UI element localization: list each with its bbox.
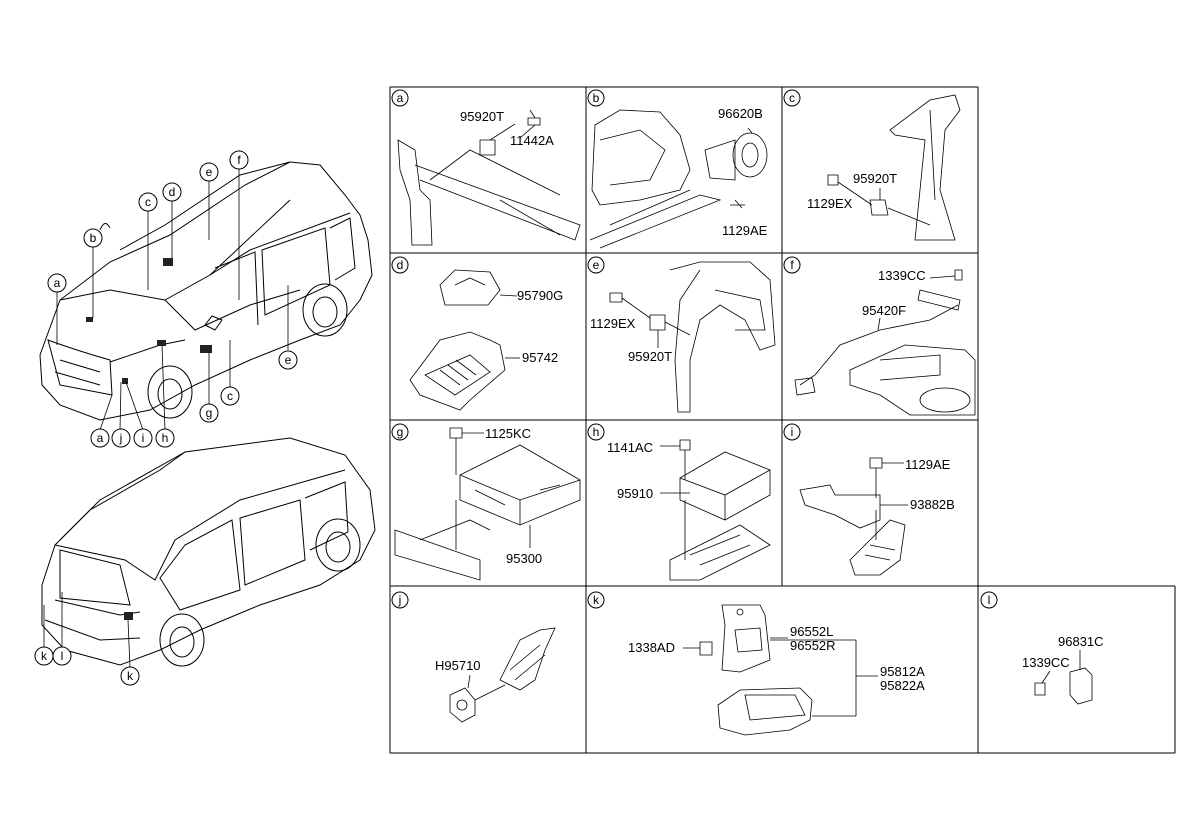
front-car-illustration <box>39 161 373 431</box>
part-1129AE-i: 1129AE <box>905 457 951 472</box>
panel-f: f 1339CC 95420F <box>783 256 976 416</box>
callout-f: f <box>229 150 249 170</box>
svg-text:e: e <box>285 353 292 367</box>
panel-k: k 96552L 96552R 1338AD 95812A 95822A <box>587 591 925 736</box>
svg-text:k: k <box>41 649 48 663</box>
part-95812A: 95812A <box>880 664 925 679</box>
part-1129EX-c: 1129EX <box>807 196 853 211</box>
svg-text:g: g <box>397 425 404 439</box>
callout-e-right: e <box>278 350 298 370</box>
part-95420F: 95420F <box>862 303 906 318</box>
svg-text:e: e <box>206 165 213 179</box>
part-96552R: 96552R <box>790 638 836 653</box>
front-callouts: b c d e f a e g c h i j a <box>47 150 298 448</box>
svg-text:a: a <box>54 276 61 290</box>
callout-k-right: k <box>120 666 140 686</box>
callout-c-top: c <box>138 192 158 212</box>
callout-a-left: a <box>47 273 67 293</box>
part-1129AE: 1129AE <box>722 223 768 238</box>
svg-text:j: j <box>398 593 402 607</box>
rear-car-illustration <box>41 437 376 669</box>
svg-text:k: k <box>127 669 134 683</box>
part-95300: 95300 <box>506 551 542 566</box>
callout-a-bottom: a <box>90 428 110 448</box>
svg-text:h: h <box>162 431 169 445</box>
panel-c: c 95920T 1129EX <box>783 89 961 241</box>
callout-h: h <box>155 428 175 448</box>
rear-callouts: k l k <box>34 646 140 686</box>
panel-i: i 1129AE 93882B <box>783 423 955 576</box>
svg-text:c: c <box>789 91 795 105</box>
svg-text:i: i <box>142 431 145 445</box>
panel-b: b 96620B 1129AE <box>587 89 768 249</box>
panel-g: g 1125KC 95300 <box>391 423 581 581</box>
svg-text:b: b <box>90 231 97 245</box>
callout-i: i <box>133 428 153 448</box>
svg-text:f: f <box>237 153 241 167</box>
part-1129EX-e: 1129EX <box>590 316 636 331</box>
part-95920T: 95920T <box>460 109 504 124</box>
panel-a: a 95920T 11442A <box>391 89 581 246</box>
part-H95710: H95710 <box>435 658 481 673</box>
part-95920T-e: 95920T <box>628 349 672 364</box>
part-95742: 95742 <box>522 350 558 365</box>
svg-text:d: d <box>169 185 176 199</box>
part-95822A: 95822A <box>880 678 925 693</box>
part-1339CC-f: 1339CC <box>878 268 926 283</box>
part-95910: 95910 <box>617 486 653 501</box>
panel-j: j H95710 <box>391 591 556 723</box>
svg-text:a: a <box>97 431 104 445</box>
callout-g: g <box>199 403 219 423</box>
svg-text:i: i <box>791 425 794 439</box>
part-96552L: 96552L <box>790 624 833 639</box>
part-1339CC-l: 1339CC <box>1022 655 1070 670</box>
part-1338AD: 1338AD <box>628 640 675 655</box>
callout-e-top: e <box>199 162 219 182</box>
svg-text:h: h <box>593 425 600 439</box>
part-95790G: 95790G <box>517 288 563 303</box>
svg-text:a: a <box>397 91 404 105</box>
panel-l: l 96831C 1339CC <box>980 591 1104 705</box>
panel-grid <box>389 86 1176 754</box>
svg-text:d: d <box>397 258 404 272</box>
part-93882B: 93882B <box>910 497 955 512</box>
panel-h: h 1141AC 95910 <box>587 423 771 581</box>
callout-d: d <box>162 182 182 202</box>
callout-l: l <box>52 646 72 666</box>
panel-e: e 1129EX 95920T <box>587 256 776 413</box>
svg-text:g: g <box>206 406 213 420</box>
callout-j: j <box>111 428 131 448</box>
svg-text:j: j <box>119 431 123 445</box>
part-11442A: 11442A <box>510 133 554 148</box>
svg-text:l: l <box>988 593 991 607</box>
svg-text:c: c <box>145 195 151 209</box>
svg-text:b: b <box>593 91 600 105</box>
callout-k-left: k <box>34 646 54 666</box>
part-96831C: 96831C <box>1058 634 1104 649</box>
callout-b: b <box>83 228 103 248</box>
part-96620B: 96620B <box>718 106 763 121</box>
svg-text:f: f <box>790 258 794 272</box>
part-1141AC: 1141AC <box>607 440 653 455</box>
svg-text:l: l <box>61 649 64 663</box>
svg-text:e: e <box>593 258 600 272</box>
panel-d: d 95790G 95742 <box>391 256 563 411</box>
callout-c-bottom: c <box>220 386 240 406</box>
part-1125KC: 1125KC <box>485 426 531 441</box>
svg-text:k: k <box>593 593 600 607</box>
part-95920T-c: 95920T <box>853 171 897 186</box>
svg-text:c: c <box>227 389 233 403</box>
